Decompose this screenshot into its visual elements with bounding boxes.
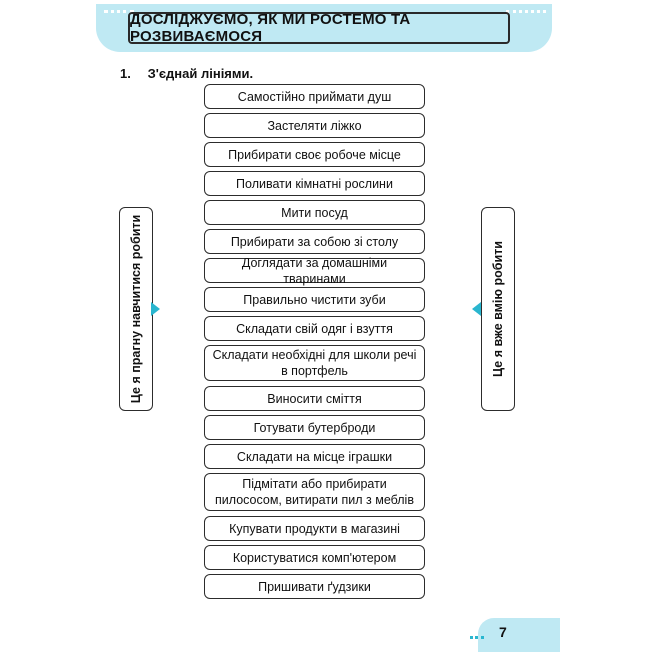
- list-item[interactable]: Прибирати своє робоче місце: [204, 142, 425, 167]
- list-item[interactable]: Застеляти ліжко: [204, 113, 425, 138]
- list-item-label: Готувати бутерброди: [253, 420, 376, 435]
- list-item-label: Доглядати за домашніми тваринами: [241, 255, 388, 286]
- list-item[interactable]: Купувати продукти в магазині: [204, 516, 425, 541]
- page-dots: [470, 636, 484, 639]
- list-item[interactable]: Прибирати за собою зі столу: [204, 229, 425, 254]
- list-item[interactable]: Складати необхідні для школи речі в порт…: [204, 345, 425, 381]
- list-item[interactable]: Доглядати за домашніми тваринами: [204, 256, 425, 286]
- list-item[interactable]: Самостійно приймати душ: [204, 84, 425, 109]
- list-item-label: Застеляти ліжко: [267, 118, 362, 133]
- page-number: 7: [499, 624, 507, 640]
- page-title-text: ДОСЛІДЖУЄМО, ЯК МИ РОСТЕМО ТА РОЗВИВАЄМО…: [130, 11, 411, 45]
- list-item-label: Складати на місце іграшки: [236, 449, 393, 464]
- list-item[interactable]: Виносити сміття: [204, 386, 425, 411]
- list-item-label: Користуватися комп'ютером: [232, 550, 397, 565]
- list-item[interactable]: Поливати кімнатні рослини: [204, 171, 425, 196]
- list-item-label: Складати необхідні для школи речі в порт…: [212, 348, 417, 378]
- task-heading: 1. З'єднай лініями.: [120, 66, 253, 81]
- list-item[interactable]: Складати свій одяг і взуття: [204, 316, 425, 341]
- list-item-label: Складати свій одяг і взуття: [236, 321, 393, 336]
- list-item[interactable]: Пришивати ґудзики: [204, 574, 425, 599]
- list-item-label: Пришивати ґудзики: [258, 579, 371, 594]
- page-title: ДОСЛІДЖУЄМО, ЯК МИ РОСТЕМО ТА РОЗВИВАЄМО…: [128, 11, 510, 45]
- list-item-label: Прибирати своє робоче місце: [228, 147, 401, 162]
- header-dots-right: [506, 10, 546, 13]
- page-number-tab: [478, 618, 560, 652]
- list-item[interactable]: Підмітати або прибирати пилососом, витир…: [204, 473, 425, 511]
- header-dots-left: [104, 10, 134, 13]
- task-instruction: З'єднай лініями.: [147, 66, 254, 81]
- list-item[interactable]: Користуватися комп'ютером: [204, 545, 425, 570]
- right-target-box[interactable]: Це я вже вмію робити: [481, 207, 515, 411]
- arrow-left-icon: [472, 302, 481, 316]
- left-target-box[interactable]: Це я прагну навчитися робити: [119, 207, 153, 411]
- list-item-label: Прибирати за собою зі столу: [230, 234, 399, 249]
- list-item[interactable]: Мити посуд: [204, 200, 425, 225]
- list-item[interactable]: Готувати бутерброди: [204, 415, 425, 440]
- list-item-label: Правильно чистити зуби: [243, 292, 386, 307]
- list-item[interactable]: Складати на місце іграшки: [204, 444, 425, 469]
- list-item-label: Підмітати або прибирати пилососом, витир…: [215, 477, 414, 507]
- task-number: 1.: [120, 66, 131, 81]
- list-item-label: Мити посуд: [281, 205, 348, 220]
- list-item-label: Купувати продукти в магазині: [229, 521, 400, 536]
- arrow-right-icon: [151, 302, 160, 316]
- list-item-label: Виносити сміття: [267, 391, 362, 406]
- list-item[interactable]: Правильно чистити зуби: [204, 287, 425, 312]
- list-item-label: Поливати кімнатні рослини: [236, 176, 393, 191]
- list-item-label: Самостійно приймати душ: [237, 89, 392, 104]
